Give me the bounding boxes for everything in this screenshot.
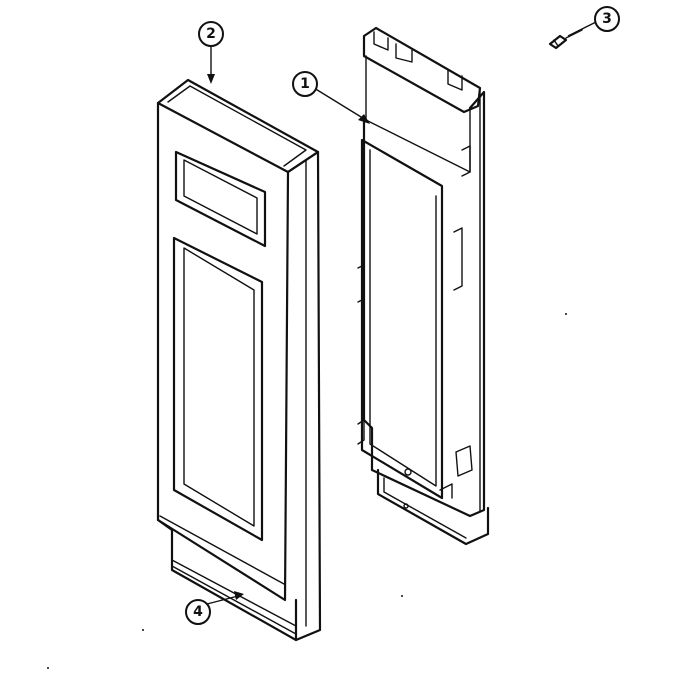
callout-1: 1 [292, 71, 370, 124]
callout-3: 3 [567, 6, 620, 37]
callout-2: 2 [198, 21, 224, 84]
callout-4: 4 [185, 591, 244, 625]
door-panel-part-2 [156, 78, 322, 642]
callout-3-label: 3 [602, 11, 612, 27]
inner-panel-part-1 [357, 26, 490, 546]
callout-1-label: 1 [300, 76, 310, 92]
callout-4-label: 4 [193, 604, 203, 620]
scan-specks [47, 313, 567, 669]
screw-part-3 [548, 29, 583, 50]
callout-2-label: 2 [206, 26, 216, 42]
